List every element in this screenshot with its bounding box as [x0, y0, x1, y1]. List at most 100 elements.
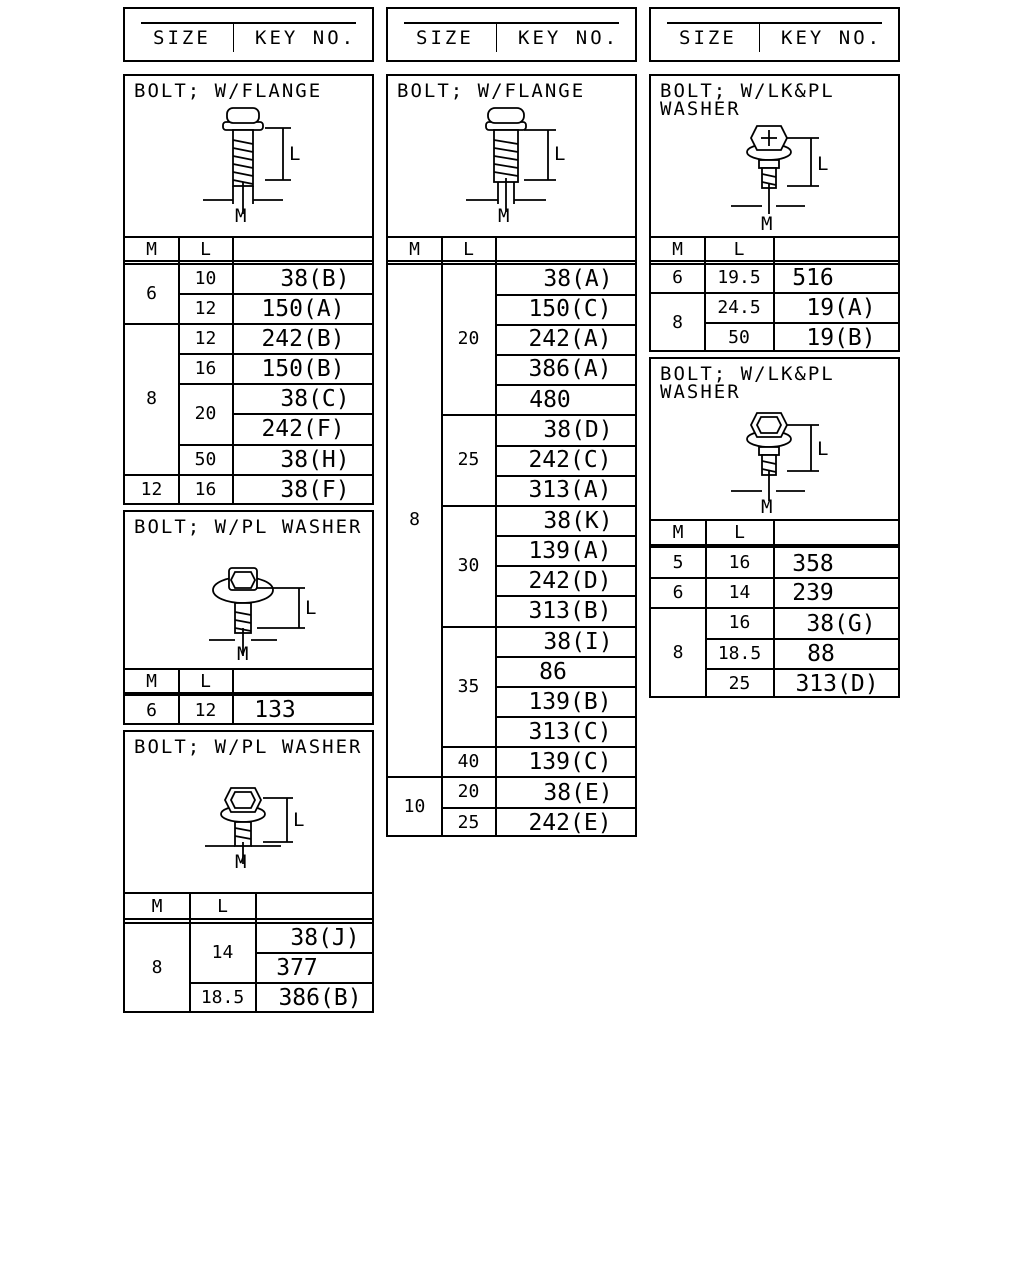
header-divider [233, 22, 234, 52]
m-value: 5 [672, 552, 684, 573]
key-no-value: 150(A) [261, 296, 345, 322]
l-value: 16 [728, 612, 751, 633]
l-value: 20 [194, 403, 217, 424]
col-m-header: M [146, 670, 157, 692]
l-value: 14 [728, 581, 751, 603]
l-value: 12 [194, 327, 217, 349]
l-value: 24.5 [717, 296, 761, 318]
lk-washer-bolt-drawing: L M [731, 412, 828, 518]
key-no-header-label: KEY NO. [255, 27, 357, 49]
key-no-value: 38(C) [280, 386, 350, 412]
key-no-value: 38(E) [543, 780, 613, 806]
l-value: 25 [728, 672, 751, 694]
dim-m-label: M [761, 496, 772, 518]
key-no-value: 38(G) [806, 610, 876, 637]
header-rule [141, 22, 356, 24]
m-value: 8 [151, 956, 163, 978]
m-value: 6 [672, 267, 683, 288]
dim-l-label: L [305, 597, 316, 619]
key-no-value: 242(A) [528, 326, 612, 352]
washer-bolt-drawing: L M [209, 567, 316, 665]
size-header-label: SIZE [679, 27, 737, 49]
l-value: 20 [457, 328, 480, 349]
dim-m-label: M [498, 205, 509, 227]
col-l-header: L [463, 238, 474, 260]
l-value: 18.5 [717, 642, 762, 664]
size-header-label: SIZE [416, 27, 474, 49]
panel-title: BOLT; W/FLANGE [134, 80, 323, 102]
l-value: 12 [194, 297, 217, 319]
m-value: 10 [403, 796, 426, 817]
key-no-value: 313(D) [795, 671, 879, 697]
l-value: 12 [194, 699, 217, 721]
panel-bolt-pl-washer-1: BOLT; W/PL WASHER L M M L 6 12 133 [123, 510, 374, 725]
l-value: 16 [194, 357, 217, 379]
l-value: 50 [728, 326, 750, 348]
col-m-header: M [672, 522, 684, 543]
key-no-value: 88 [807, 641, 835, 667]
key-no-value: 38(B) [280, 266, 350, 292]
m-value: 8 [409, 509, 420, 530]
m-value: 8 [146, 388, 157, 409]
l-value: 19.5 [717, 267, 761, 288]
panel-bolt-lk-pl-washer-2: BOLT; W/LK&PL WASHER L M M L 5 6 8 16 14… [649, 357, 900, 698]
key-no-header-label: KEY NO. [518, 27, 620, 49]
col-l-header: L [733, 238, 745, 260]
m-value: 6 [146, 282, 157, 304]
m-value: 12 [140, 478, 163, 500]
key-no-value: 38(F) [280, 477, 350, 503]
dim-m-label: M [237, 643, 248, 665]
lk-washer-bolt-drawing: L M [731, 125, 828, 235]
dim-l-label: L [554, 143, 565, 165]
washer-bolt-drawing: L M [205, 787, 304, 873]
col-l-header: L [200, 238, 211, 260]
m-value: 6 [672, 581, 684, 603]
key-no-value: 313(A) [528, 477, 612, 503]
dim-l-label: L [817, 438, 828, 460]
l-value: 25 [457, 449, 480, 470]
key-no-value: 38(J) [290, 925, 360, 951]
key-no-value: 38(I) [543, 629, 613, 655]
panel-bolt-pl-washer-2: BOLT; W/PL WASHER L M M L 8 14 18.5 38(J… [123, 730, 374, 1013]
key-no-value: 313(C) [528, 719, 612, 745]
l-value: 50 [194, 448, 217, 470]
key-no-value: 139(C) [528, 749, 612, 775]
l-value: 35 [457, 675, 480, 697]
key-no-value: 19(A) [806, 295, 876, 321]
header-rule [667, 22, 882, 24]
l-value: 40 [457, 750, 480, 772]
l-value: 18.5 [200, 986, 245, 1008]
key-no-value: 38(A) [543, 266, 613, 292]
key-no-value: 358 [792, 550, 834, 577]
panel-bolt-flange-2: BOLT; W/FLANGE L M M L [386, 74, 637, 837]
l-value: 20 [457, 781, 480, 802]
key-no-value: 86 [539, 659, 567, 685]
key-no-value: 242(E) [528, 810, 612, 836]
m-value: 8 [672, 642, 684, 663]
key-no-value: 242(F) [261, 416, 345, 442]
flange-bolt-drawing: L M [203, 107, 300, 227]
key-no-value: 150(C) [528, 296, 612, 322]
key-no-value: 133 [254, 697, 296, 723]
dim-m-label: M [235, 205, 246, 227]
key-no-value: 38(D) [543, 417, 613, 443]
panel-bolt-flange-1: BOLT; W/FLANGE L M M L 6 8 12 10 [123, 74, 374, 505]
header-divider [496, 22, 497, 52]
col-l-header: L [217, 895, 228, 917]
size-key-header-2: SIZE KEY NO. [386, 7, 637, 62]
m-value: 8 [672, 311, 683, 333]
key-no-value: 516 [792, 264, 834, 291]
key-no-value: 386(A) [528, 356, 612, 382]
header-divider [759, 22, 760, 52]
l-value: 16 [728, 552, 751, 573]
col-l-header: L [734, 522, 745, 543]
header-rule [404, 22, 619, 24]
l-value: 25 [457, 811, 480, 833]
dim-l-label: L [817, 153, 828, 175]
key-no-header-label: KEY NO. [781, 27, 883, 49]
col-m-header: M [146, 238, 157, 260]
size-header-label: SIZE [153, 27, 211, 49]
dim-l-label: L [289, 143, 300, 165]
key-no-value: 242(D) [528, 568, 612, 594]
col-m-header: M [409, 238, 420, 260]
